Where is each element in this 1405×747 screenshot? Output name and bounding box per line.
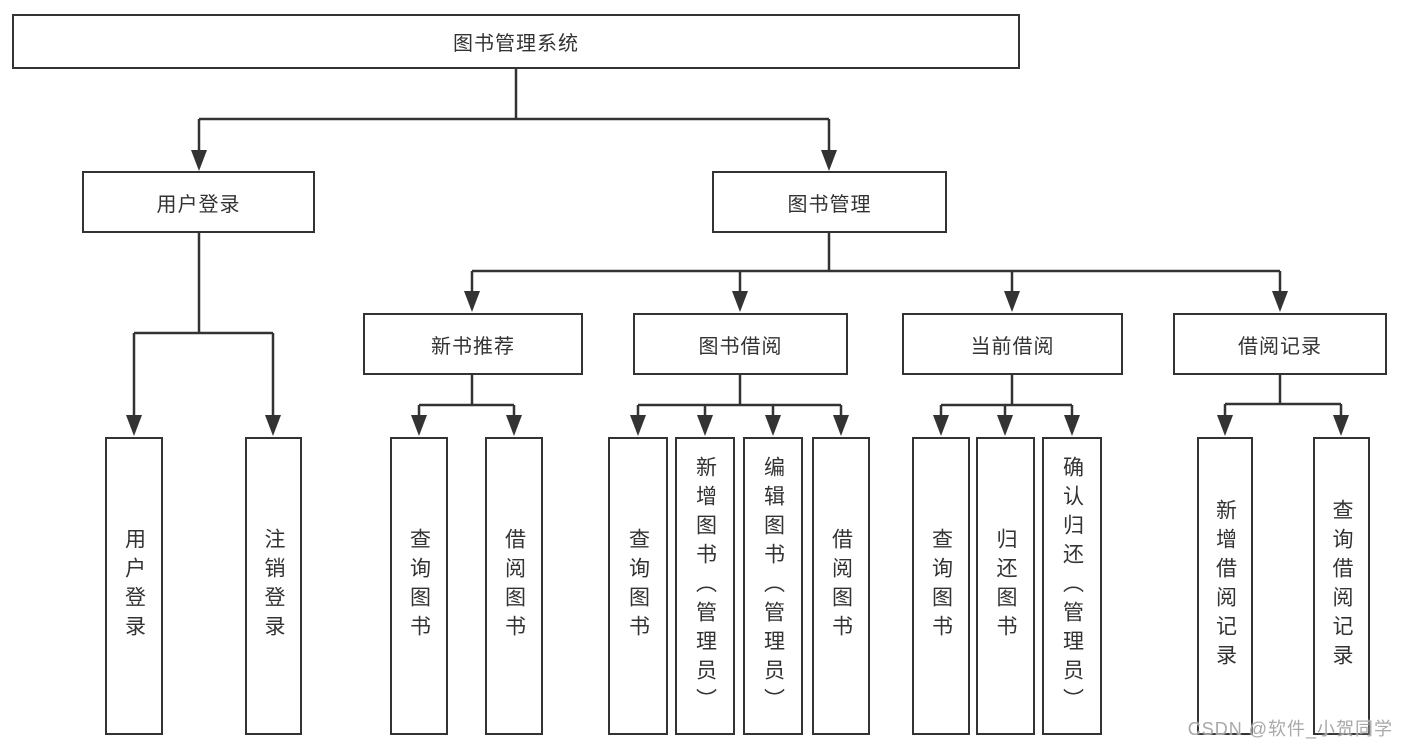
connector-book-borrow-to-leaves (630, 375, 849, 436)
leaf-query-borrow-record-label: 查询借阅记录 (1330, 499, 1353, 673)
leaf-query-book-current: 查询图书 (912, 437, 970, 735)
node-root-label: 图书管理系统 (453, 33, 579, 55)
leaf-query-book-borrow-label: 查询图书 (626, 528, 650, 644)
leaf-return-book-label: 归还图书 (994, 528, 1017, 644)
csdn-watermark: CSDN @软件_小贺同学 (1187, 719, 1393, 739)
leaf-add-book-admin-label: 新增图书（管理员） (693, 455, 717, 717)
leaf-add-borrow-record-label: 新增借阅记录 (1213, 499, 1237, 673)
node-current-borrow-label: 当前借阅 (970, 335, 1055, 358)
leaf-query-borrow-record: 查询借阅记录 (1313, 437, 1370, 735)
leaf-confirm-return-admin-label: 确认归还（管理员） (1060, 455, 1084, 717)
leaf-query-book-current-label: 查询图书 (929, 528, 953, 644)
leaf-borrow-book-newbook-label: 借阅图书 (502, 528, 526, 644)
connector-current-borrow-to-leaves (933, 375, 1080, 436)
leaf-add-borrow-record: 新增借阅记录 (1197, 437, 1253, 735)
connector-new-book-to-leaves (411, 375, 522, 436)
leaf-user-login-label: 用户登录 (122, 528, 146, 644)
connector-borrow-record-to-leaves (1217, 375, 1349, 436)
leaf-edit-book-admin-label: 编辑图书（管理员） (761, 455, 785, 717)
node-user-login: 用户登录 (82, 171, 315, 233)
node-new-book-recommend: 新书推荐 (363, 313, 583, 375)
leaf-add-book-admin: 新增图书（管理员） (675, 437, 735, 735)
leaf-borrow-book-borrow: 借阅图书 (812, 437, 870, 735)
node-user-login-label: 用户登录 (156, 193, 241, 216)
leaf-borrow-book-newbook: 借阅图书 (485, 437, 543, 735)
connector-book-management-to-level3 (464, 233, 1288, 312)
connector-root-to-level2 (191, 69, 837, 171)
leaf-confirm-return-admin: 确认归还（管理员） (1042, 437, 1102, 735)
leaf-query-book-newbook: 查询图书 (390, 437, 448, 735)
leaf-query-book-borrow: 查询图书 (608, 437, 668, 735)
node-borrow-record: 借阅记录 (1173, 313, 1387, 375)
connector-user-login-to-leaves (126, 233, 281, 436)
leaf-logout-label: 注销登录 (262, 528, 285, 644)
node-borrow-record-label: 借阅记录 (1238, 335, 1322, 358)
leaf-query-book-newbook-label: 查询图书 (407, 528, 431, 644)
node-current-borrow: 当前借阅 (902, 313, 1123, 375)
node-book-management-label: 图书管理 (787, 193, 872, 216)
leaf-edit-book-admin: 编辑图书（管理员） (743, 437, 803, 735)
node-book-borrow-label: 图书借阅 (698, 335, 783, 358)
leaf-return-book: 归还图书 (976, 437, 1035, 735)
leaf-borrow-book-borrow-label: 借阅图书 (829, 528, 853, 644)
node-new-book-recommend-label: 新书推荐 (431, 335, 515, 358)
node-root: 图书管理系统 (12, 14, 1020, 69)
node-book-borrow: 图书借阅 (633, 313, 848, 375)
leaf-user-login: 用户登录 (105, 437, 163, 735)
leaf-logout: 注销登录 (245, 437, 302, 735)
node-book-management: 图书管理 (712, 171, 947, 233)
